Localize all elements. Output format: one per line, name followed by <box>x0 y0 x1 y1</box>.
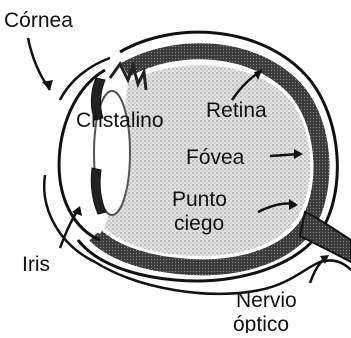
label-nervio: Nervio <box>236 289 297 312</box>
cornea-arrow <box>28 38 53 90</box>
optic-nerve <box>300 212 351 262</box>
label-cristalino: Cristalino <box>76 109 164 132</box>
label-ciego: ciego <box>174 212 224 235</box>
label-cornea: Córnea <box>4 9 73 32</box>
label-retina: Retina <box>206 99 267 122</box>
nervio-arrow <box>310 255 329 283</box>
label-fovea: Fóvea <box>186 146 245 169</box>
label-optico: óptico <box>233 313 289 333</box>
label-iris: Iris <box>22 253 50 276</box>
label-punto: Punto <box>172 188 227 211</box>
